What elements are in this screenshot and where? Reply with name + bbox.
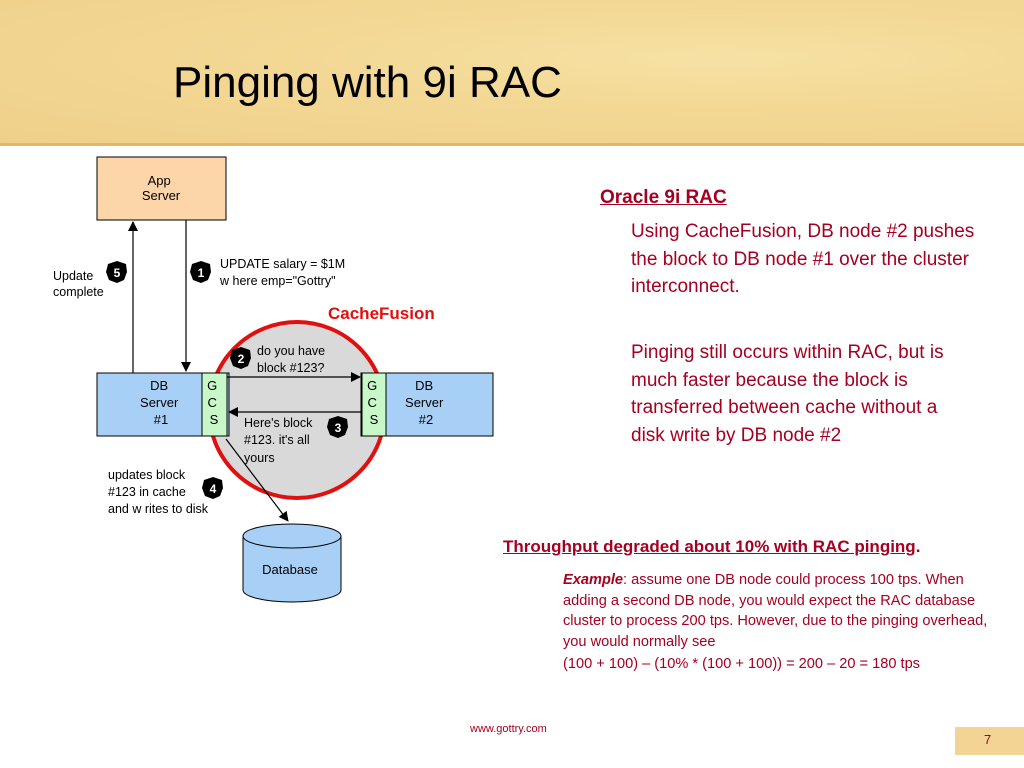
gcs-2-box [361,372,387,437]
gcs-2-label: G C S [367,378,381,427]
step-4-badge: 4 [202,477,223,499]
example-formula: (100 + 100) – (10% * (100 + 100)) = 200 … [563,656,920,672]
svg-text:1: 1 [198,266,205,280]
example-paragraph: Example: assume one DB node could proces… [563,570,1003,652]
gcs-1-box [201,372,228,437]
step-1-text: UPDATE salary = $1M w here emp="Gottry" [219,257,349,288]
gcs-1-label: G C S [207,378,221,427]
svg-text:3: 3 [335,421,342,435]
step-3-text: Here's block #123. it's all yours [244,416,316,465]
step-1-badge: 1 [190,261,211,283]
step-5-badge: 5 [106,261,127,283]
title-banner [0,0,1024,145]
arrow-write-disk [225,438,289,522]
step-3-badge: 3 [327,416,348,438]
database-label: Database [262,562,318,577]
step-5-text: Update complete [53,269,104,299]
title-divider [0,143,1024,146]
svg-text:2: 2 [238,352,245,366]
notes-paragraph-1: Using CacheFusion, DB node #2 pushes the… [631,221,975,297]
step-2-text: do you have block #123? [257,344,329,375]
step-2-badge: 2 [230,347,251,369]
db-server-1-label: DB Server #1 [140,378,182,427]
step-4-text: updates block #123 in cache and w rites … [108,468,209,516]
notes-paragraph-2: Pinging still occurs within RAC, but is … [631,342,944,446]
example-text: : assume one DB node could process 100 t… [563,572,988,650]
svg-text:5: 5 [114,266,121,280]
database-cylinder [242,523,342,603]
example-label: Example [563,572,624,588]
page-number: 7 [984,732,992,747]
svg-text:4: 4 [210,482,217,496]
page-number-box [955,727,1024,755]
slide-title: Pinging with 9i RAC [173,58,562,107]
throughput-statement: Throughput degraded about 10% with RAC p… [503,537,920,557]
throughput-text: Throughput degraded about 10% with RAC p… [503,537,916,556]
cachefusion-label: CacheFusion [328,304,435,323]
notes-heading: Oracle 9i RAC [600,187,727,208]
footer-url: www.gottry.com [470,723,547,735]
app-server-label: App Server [142,173,181,203]
app-server-box [96,156,227,221]
throughput-period: . [915,537,921,556]
db-server-2-label: DB Server #2 [405,378,447,427]
